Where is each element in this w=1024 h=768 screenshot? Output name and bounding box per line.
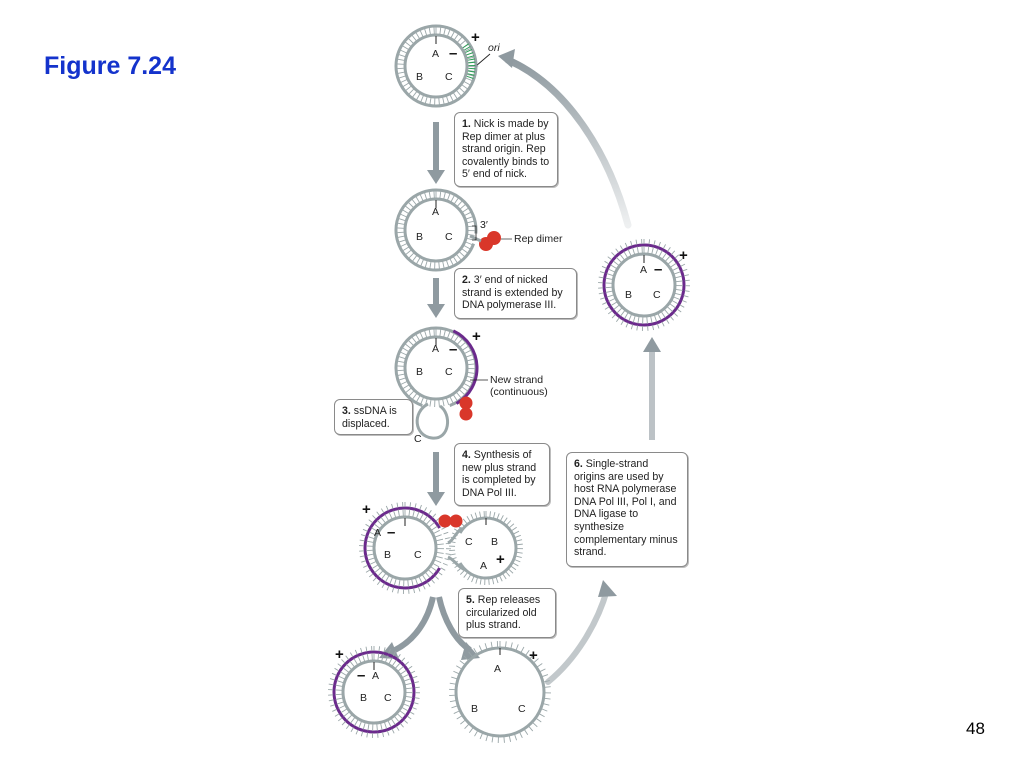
letter-c: C [445, 366, 453, 378]
ori-label: ori [488, 42, 500, 54]
step4-box: 4. Synthesis of new plus strand is compl… [454, 443, 550, 506]
letter-b: B [491, 536, 499, 548]
circle-step3-extending [394, 326, 479, 407]
letter-a: A [374, 527, 382, 539]
letter-b: B [360, 692, 368, 704]
minus-sign: – [654, 261, 663, 278]
letter-c: C [445, 71, 453, 83]
new-strand-label: New strand (continuous) [490, 374, 548, 398]
letter-a: A [432, 343, 440, 355]
letter-c: C [465, 536, 473, 548]
minus-sign: – [449, 45, 458, 62]
step1-text: Nick is made by Rep dimer at plus strand… [462, 118, 550, 181]
step6-number: 6. [574, 458, 583, 470]
letter-b: B [625, 289, 633, 301]
step2-text: 3′ end of nicked strand is extended by D… [462, 274, 563, 312]
step1-number: 1. [462, 118, 471, 130]
step6-box: 6. Single-strand origins are used by hos… [566, 452, 688, 567]
plus-sign: + [472, 328, 481, 345]
plus-sign: + [471, 29, 480, 46]
letter-a: A [494, 663, 502, 675]
step4-number: 4. [462, 449, 471, 461]
arrow-step2 [427, 278, 445, 318]
step5-box: 5. Rep releases circularized old plus st… [458, 588, 556, 638]
letter-c: C [518, 703, 526, 715]
plus-sign: + [496, 551, 505, 568]
minus-sign: – [387, 524, 396, 541]
rep-dimer-step3 [459, 396, 473, 421]
three-prime-bracket [472, 225, 477, 241]
letter-c: C [384, 692, 392, 704]
rep-dimer-step2 [469, 231, 512, 251]
three-prime-label: 3′ [480, 219, 488, 231]
letter-a: A [432, 206, 440, 218]
letter-b: B [416, 366, 424, 378]
step4-text: Synthesis of new plus strand is complete… [462, 449, 537, 499]
letter-a: A [640, 264, 648, 276]
letter-b: B [416, 231, 424, 243]
step1-box: 1. Nick is made by Rep dimer at plus str… [454, 112, 558, 187]
strand-connector [447, 526, 467, 572]
rep-dimer-label: Rep dimer [514, 233, 563, 245]
letter-c: C [414, 549, 422, 561]
plus-sign: + [679, 247, 688, 264]
arrow-step1 [427, 122, 445, 184]
circle-step5-duplex [328, 646, 421, 738]
step6-text: Single-strand origins are used by host R… [574, 458, 678, 559]
letter-b: B [416, 71, 424, 83]
step3-text: ssDNA is displaced. [342, 405, 397, 430]
plus-sign: + [529, 647, 538, 664]
arrow-step4 [427, 452, 445, 506]
circle-step4-duplex [359, 502, 452, 594]
letter-c: C [445, 231, 453, 243]
slide-title: Figure 7.24 [44, 52, 176, 80]
letter-c: C [653, 289, 661, 301]
step2-number: 2. [462, 274, 471, 286]
return-arrow [498, 49, 632, 229]
step3-number: 3. [342, 405, 351, 417]
circle-step6-duplex [598, 239, 691, 331]
step2-box: 2. 3′ end of nicked strand is extended b… [454, 268, 577, 319]
rep-dimer-step4 [438, 514, 463, 528]
minus-sign: – [357, 667, 366, 684]
circle-step5-single [449, 641, 552, 743]
page-number: 48 [966, 719, 985, 738]
step5-number: 5. [466, 594, 475, 606]
ori-pointer [474, 53, 491, 68]
letter-b: B [384, 549, 392, 561]
letter-a: A [480, 560, 488, 572]
step5-text: Rep releases circularized old plus stran… [466, 594, 541, 632]
letter-a: A [372, 670, 380, 682]
letter-a: A [432, 48, 440, 60]
letter-b: B [471, 703, 479, 715]
plus-sign: + [335, 646, 344, 663]
arrow-up-to-circle6 [643, 337, 661, 440]
plus-sign: + [362, 501, 371, 518]
circle-step2-nicked [394, 188, 478, 272]
circle-step1-duplex [394, 24, 478, 108]
ssdna-loop [415, 402, 449, 440]
arrow-to-step6 [545, 580, 617, 685]
minus-sign: – [449, 341, 458, 358]
step3-box: 3. ssDNA is displaced. [334, 399, 413, 435]
letter-c: C [414, 433, 422, 445]
